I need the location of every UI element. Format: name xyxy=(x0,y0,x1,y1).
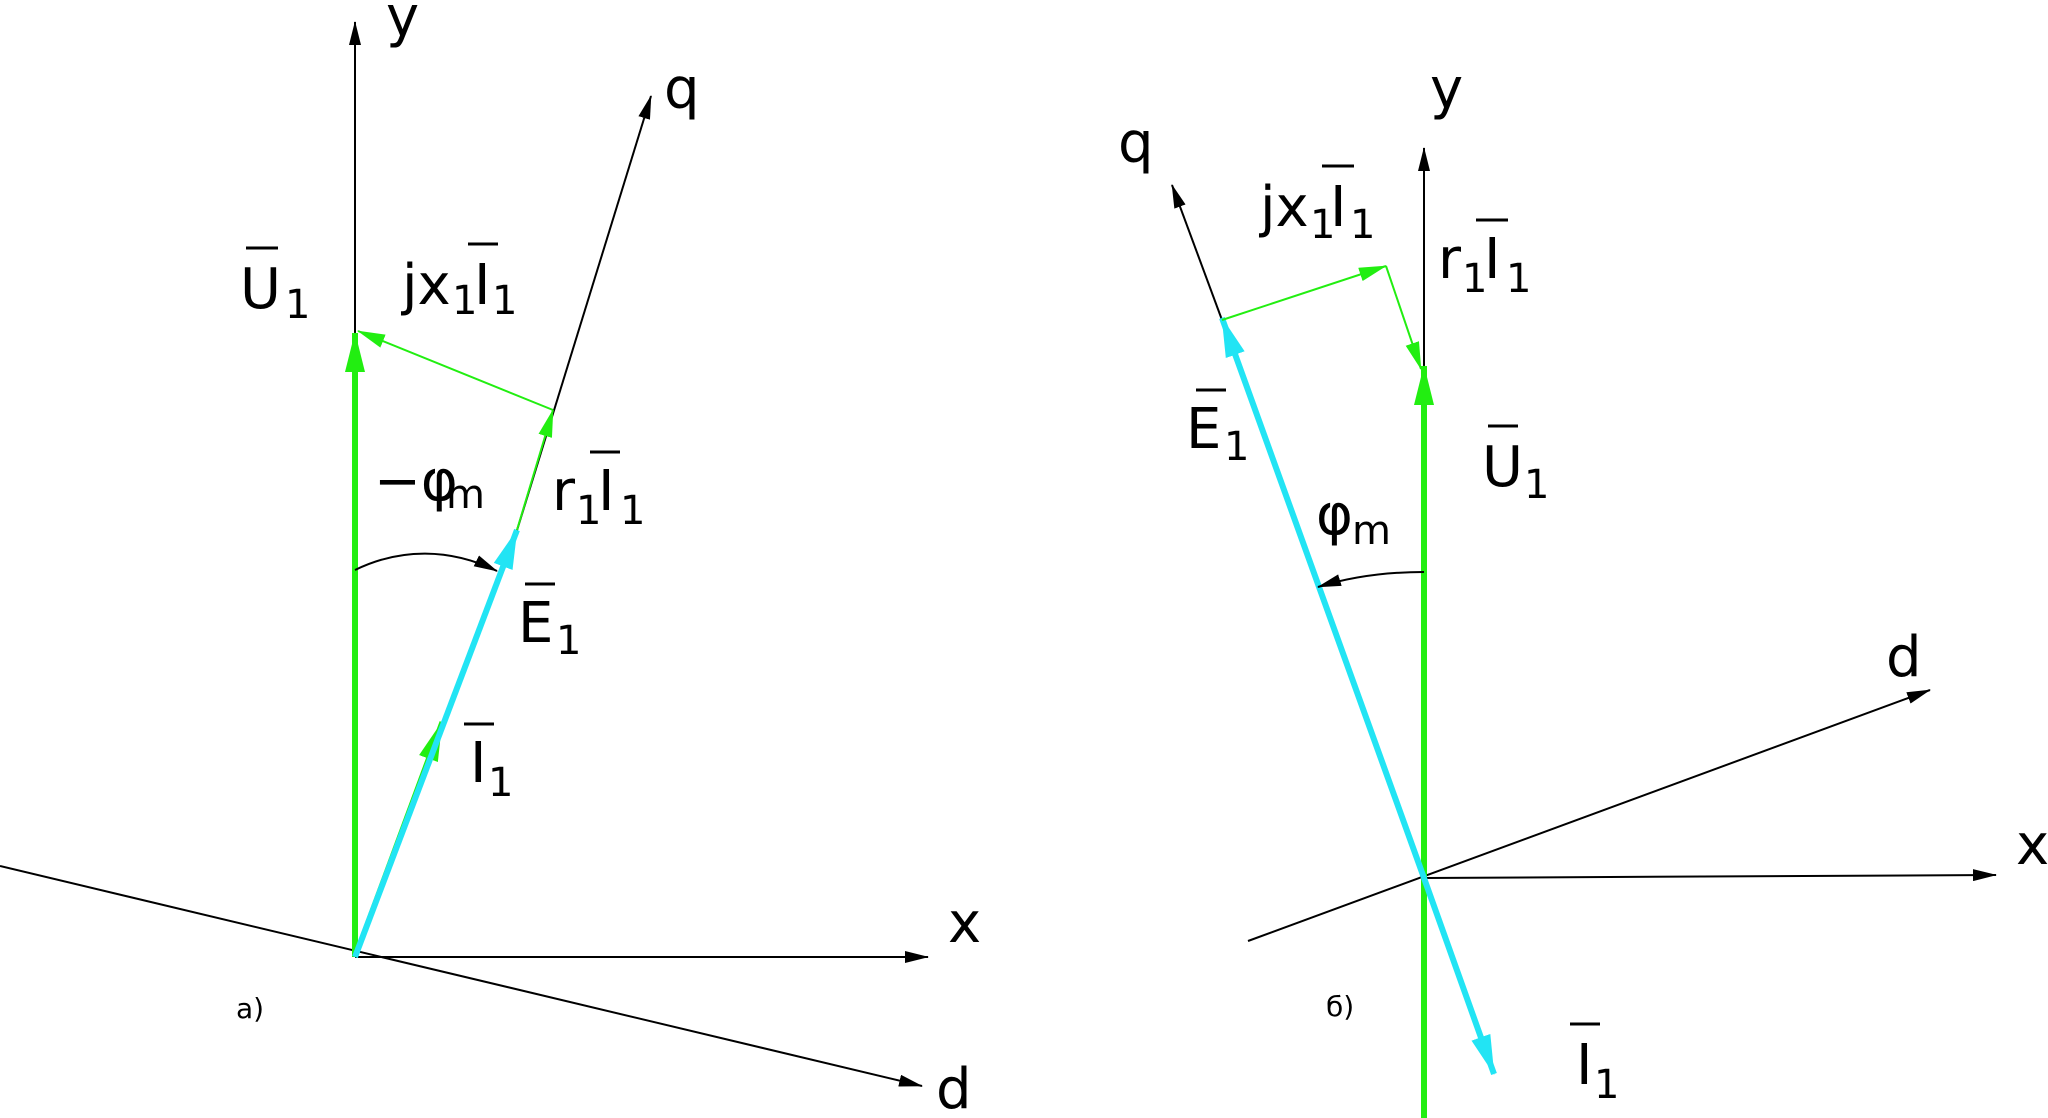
label-e1-a-sub: 1 xyxy=(556,618,581,664)
label-r1i1-b: r 1 I 1 xyxy=(1438,218,1531,302)
label-i1-b-main: I xyxy=(1576,1033,1593,1098)
vector-jx1i1-b xyxy=(1221,265,1387,321)
label-d-b: d xyxy=(1886,625,1922,690)
label-r1i1-b-sub2: 1 xyxy=(1506,256,1531,302)
label-r1i1-a-sub1: 1 xyxy=(576,488,601,534)
label-jx1i1-b-i: I xyxy=(1330,175,1347,240)
label-r1i1-b-sub1: 1 xyxy=(1462,256,1487,302)
axis-d-b xyxy=(1247,689,1931,942)
label-r1i1-b-main: r xyxy=(1438,227,1462,292)
label-u1-a-sub: 1 xyxy=(285,282,310,328)
vector-e1-a xyxy=(352,528,520,959)
axis-d-a xyxy=(0,865,923,1087)
label-x-a: x xyxy=(948,891,981,956)
caption-b: б) xyxy=(1326,990,1354,1023)
label-jx1i1-a-i: I xyxy=(474,253,491,318)
label-y-a: y xyxy=(386,0,419,50)
label-r1i1-a-sub2: 1 xyxy=(620,488,645,534)
label-jx1i1-b: jx 1 I 1 xyxy=(1258,164,1375,248)
angle-arc-a xyxy=(354,552,498,572)
label-phi-a: −φ m xyxy=(374,449,485,518)
label-jx1i1-b-sub1: 1 xyxy=(1310,202,1335,248)
label-phi-b: φ m xyxy=(1316,483,1391,554)
label-jx1i1-b-main: jx xyxy=(1258,175,1309,240)
angle-arc-b xyxy=(1317,571,1425,588)
label-i1-a-sub: 1 xyxy=(488,760,513,806)
label-jx1i1-a-sub2: 1 xyxy=(492,278,517,324)
label-jx1i1-a-sub1: 1 xyxy=(452,278,477,324)
axis-x-b xyxy=(1423,869,1997,882)
label-i1-a-main: I xyxy=(470,731,487,796)
label-jx1i1-a: jx 1 I 1 xyxy=(400,242,517,324)
caption-a: а) xyxy=(236,992,264,1025)
label-u1-a: U 1 xyxy=(240,246,310,328)
label-phi-a-main: −φ xyxy=(374,449,458,514)
label-i1-b: I 1 xyxy=(1570,1022,1619,1108)
label-r1i1-b-i: I xyxy=(1484,227,1501,292)
vector-e1-b xyxy=(1219,316,1427,880)
label-e1-b-main: E xyxy=(1186,397,1221,462)
label-e1-b: E 1 xyxy=(1186,388,1249,470)
vector-r1i1-b xyxy=(1385,265,1422,370)
label-phi-b-sub: m xyxy=(1352,508,1391,554)
vector-r1i1-a xyxy=(516,409,554,531)
label-phi-a-sub: m xyxy=(446,472,485,518)
label-i1-b-sub: 1 xyxy=(1594,1062,1619,1108)
vector-jx1i1-a xyxy=(357,330,554,411)
label-jx1i1-b-sub2: 1 xyxy=(1350,202,1375,248)
label-x-b: x xyxy=(2016,813,2048,878)
label-q-a: q xyxy=(664,57,700,122)
label-u1-b-main: U xyxy=(1482,435,1523,500)
label-u1-b: U 1 xyxy=(1482,424,1549,508)
label-jx1i1-a-main: jx xyxy=(400,253,451,318)
label-e1-a: E 1 xyxy=(518,582,581,664)
label-e1-b-sub: 1 xyxy=(1224,424,1249,470)
vector-i1-b xyxy=(1421,876,1497,1076)
label-r1i1-a-i: I xyxy=(598,459,615,524)
label-u1-b-sub: 1 xyxy=(1524,462,1549,508)
label-e1-a-main: E xyxy=(518,591,553,656)
diagram-a: y q x d U 1 jx 1 I 1 −φ m r 1 I 1 xyxy=(0,0,981,1118)
label-r1i1-a: r 1 I 1 xyxy=(552,450,645,534)
label-u1-a-main: U xyxy=(240,257,281,322)
axis-q-b xyxy=(1171,184,1223,321)
label-phi-b-main: φ xyxy=(1316,483,1353,548)
label-r1i1-a-main: r xyxy=(552,459,576,524)
label-i1-a: I 1 xyxy=(464,722,513,806)
label-q-b: q xyxy=(1118,111,1154,176)
diagram-b: y q x d jx 1 I 1 r 1 I 1 E 1 U 1 xyxy=(1118,57,2048,1118)
label-d-a: d xyxy=(936,1057,972,1118)
label-y-b: y xyxy=(1430,57,1463,122)
